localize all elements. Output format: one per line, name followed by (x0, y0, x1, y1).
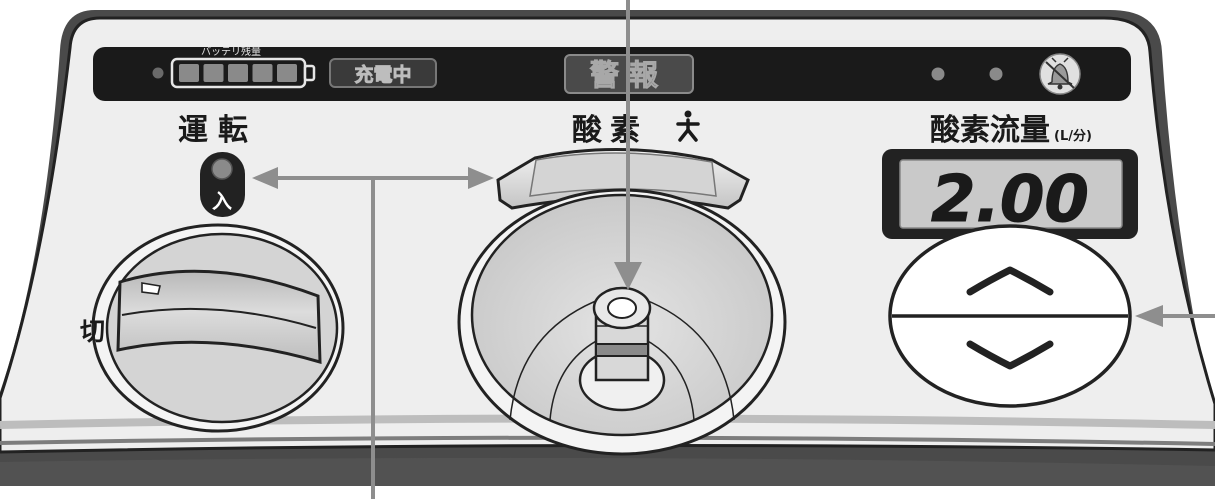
battery-cell (179, 64, 199, 82)
flow-heading: 酸素流量(L/分) (930, 113, 1092, 148)
off-label: 切 (80, 317, 105, 346)
status-led-1 (931, 67, 945, 81)
battery-cell (252, 64, 273, 82)
chevron-up-icon (966, 266, 1054, 296)
oxygen-button[interactable] (496, 148, 750, 210)
battery-cell (203, 64, 224, 82)
flow-control (888, 224, 1132, 408)
on-label: 入 (212, 189, 232, 213)
status-bar: バッテリ残量 充電中 警報 (93, 45, 1131, 101)
oxygen-outlet-nozzle (578, 286, 666, 412)
flow-unit: (L/分) (1054, 128, 1092, 144)
bell-slash-icon[interactable] (1039, 53, 1081, 95)
flow-up-button[interactable] (890, 226, 1130, 314)
oxygen-heading: 酸素 (572, 113, 648, 148)
charging-indicator (329, 58, 437, 88)
alarm-label: 警報 (590, 58, 668, 92)
battery-icon (170, 57, 316, 89)
battery-cell (228, 64, 248, 82)
battery-label: バッテリ残量 (201, 45, 261, 58)
power-led (211, 158, 233, 180)
person-icon (676, 110, 700, 142)
arrow-top-head (614, 262, 642, 290)
power-knob[interactable] (91, 223, 345, 433)
battery-led (152, 67, 164, 79)
flow-down-button[interactable] (890, 318, 1130, 406)
chevron-down-icon (966, 340, 1054, 370)
battery-cell (277, 64, 297, 82)
power-indicator: 入 (200, 152, 245, 217)
arrow-right-head (468, 167, 494, 189)
callout-arrows (252, 0, 1215, 499)
arrow-left-head (252, 167, 278, 189)
run-heading: 運転 (178, 113, 258, 148)
charging-label: 充電中 (354, 63, 411, 86)
status-led-2 (989, 67, 1003, 81)
knob-pointer (141, 282, 161, 295)
arrow-right-edge-head (1135, 305, 1163, 327)
flow-display: 2.00 (882, 149, 1138, 239)
